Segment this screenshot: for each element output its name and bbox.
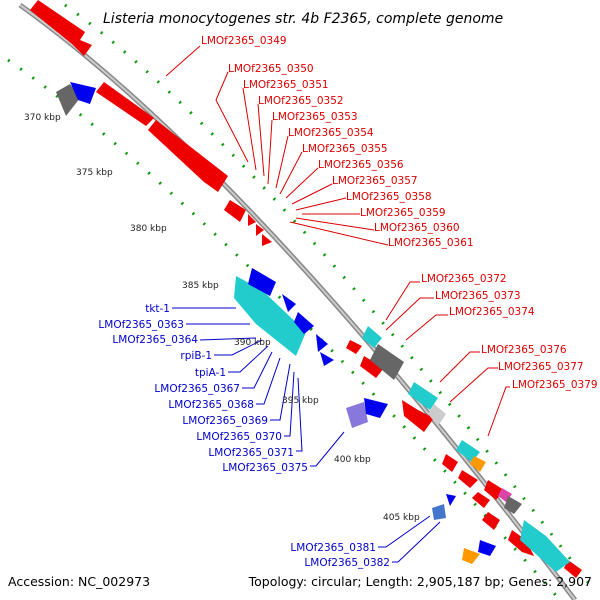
tick-label-375-kbp: 375 kbp <box>76 168 113 178</box>
forward-strand-features <box>30 0 582 578</box>
gene-label-lmof2365_0368: LMOf2365_0368 <box>168 399 254 411</box>
gene-label-lmof2365_0352: LMOf2365_0352 <box>258 95 344 107</box>
gene-feature <box>96 82 154 126</box>
gene-feature <box>262 234 272 246</box>
gene-label-lmof2365_0356: LMOf2365_0356 <box>318 159 404 171</box>
gene-label-lmof2365_0350: LMOf2365_0350 <box>228 63 314 75</box>
gene-feature <box>346 402 368 428</box>
gene-label-lmof2365_0373: LMOf2365_0373 <box>435 290 521 302</box>
gene-feature <box>564 560 582 578</box>
genome-backbone <box>18 2 577 600</box>
gene-label-lmof2365_0376: LMOf2365_0376 <box>481 344 567 356</box>
gene-feature <box>432 504 446 520</box>
gene-feature <box>30 0 92 56</box>
gene-label-lmof2365_0379: LMOf2365_0379 <box>512 379 598 391</box>
accession-label: Accession: NC_002973 <box>8 574 150 589</box>
gene-label-lmof2365_0355: LMOf2365_0355 <box>302 143 388 155</box>
tick-label-395-kbp: 395 kbp <box>282 396 319 406</box>
gene-label-lmof2365_0358: LMOf2365_0358 <box>346 191 432 203</box>
gene-feature <box>402 400 434 432</box>
gene-feature <box>282 294 296 312</box>
gene-label-tkt-1: tkt-1 <box>145 303 170 315</box>
gene-feature <box>428 404 446 426</box>
tick-label-385-kbp: 385 kbp <box>182 281 219 291</box>
gene-feature <box>458 470 478 488</box>
gene-label-rpib-1: rpiB-1 <box>180 350 212 362</box>
gene-label-lmof2365_0367: LMOf2365_0367 <box>154 383 240 395</box>
gene-label-lmof2365_0375: LMOf2365_0375 <box>222 462 308 474</box>
gene-label-lmof2365_0360: LMOf2365_0360 <box>374 222 460 234</box>
gene-feature <box>294 312 314 334</box>
gene-label-lmof2365_0381: LMOf2365_0381 <box>290 542 376 554</box>
gene-label-lmof2365_0370: LMOf2365_0370 <box>196 431 282 443</box>
gene-feature <box>472 492 490 508</box>
gene-feature <box>148 120 228 192</box>
gene-feature <box>470 456 486 472</box>
gene-label-lmof2365_0353: LMOf2365_0353 <box>272 111 358 123</box>
gene-feature <box>408 382 438 410</box>
gene-feature <box>478 540 496 556</box>
gene-feature <box>504 496 522 514</box>
gene-feature <box>56 84 80 116</box>
gene-label-lmof2365_0364: LMOf2365_0364 <box>112 334 198 346</box>
gene-feature <box>364 398 388 418</box>
gene-label-lmof2365_0354: LMOf2365_0354 <box>288 127 374 139</box>
gene-label-tpia-1: tpiA-1 <box>195 367 226 379</box>
tick-label-370-kbp: 370 kbp <box>24 113 61 123</box>
gene-feature <box>320 352 334 366</box>
gene-feature <box>70 82 96 104</box>
gene-label-lmof2365_0371: LMOf2365_0371 <box>208 447 294 459</box>
gene-feature <box>256 224 264 236</box>
map-title: Listeria monocytogenes str. 4b F2365, co… <box>103 11 503 27</box>
gene-feature <box>362 326 382 348</box>
gene-label-lmof2365_0363: LMOf2365_0363 <box>98 319 184 331</box>
forward-gene-labels: LMOf2365_0349LMOf2365_0350LMOf2365_0351L… <box>201 35 598 391</box>
gene-feature <box>224 200 246 222</box>
gene-label-lmof2365_0382: LMOf2365_0382 <box>304 557 390 569</box>
tick-label-405-kbp: 405 kbp <box>383 513 420 523</box>
gene-feature <box>446 494 456 506</box>
label-leaders-forward <box>165 45 510 437</box>
label-leaders-reverse <box>172 307 441 563</box>
gene-feature <box>234 276 306 356</box>
genome-summary-label: Topology: circular; Length: 2,905,187 bp… <box>248 574 592 589</box>
gene-feature <box>520 520 570 572</box>
gene-label-lmof2365_0372: LMOf2365_0372 <box>421 273 507 285</box>
gene-label-lmof2365_0349: LMOf2365_0349 <box>201 35 287 47</box>
tick-label-390-kbp: 390 kbp <box>234 338 271 348</box>
gene-label-lmof2365_0359: LMOf2365_0359 <box>360 207 446 219</box>
gene-label-lmof2365_0351: LMOf2365_0351 <box>243 79 329 91</box>
gene-label-lmof2365_0377: LMOf2365_0377 <box>498 361 584 373</box>
gene-feature <box>462 548 480 564</box>
gene-label-lmof2365_0369: LMOf2365_0369 <box>182 415 268 427</box>
tick-label-380-kbp: 380 kbp <box>130 224 167 234</box>
gene-feature <box>316 334 328 352</box>
gene-label-lmof2365_0374: LMOf2365_0374 <box>449 306 535 318</box>
gene-feature <box>248 268 276 296</box>
gene-label-lmof2365_0357: LMOf2365_0357 <box>332 175 418 187</box>
gene-feature <box>370 344 404 380</box>
gene-feature <box>360 356 384 378</box>
gc-track-outer <box>64 3 592 586</box>
gene-feature <box>508 530 534 556</box>
tick-label-400-kbp: 400 kbp <box>334 455 371 465</box>
gene-label-lmof2365_0361: LMOf2365_0361 <box>388 237 474 249</box>
gene-feature <box>442 454 458 472</box>
gene-feature <box>346 340 362 354</box>
outer-features <box>362 326 570 572</box>
position-tick-labels: 370 kbp 375 kbp 380 kbp 385 kbp 390 kbp 395 k… <box>24 113 420 523</box>
gene-feature <box>482 512 500 530</box>
reverse-strand-features <box>56 82 496 564</box>
gene-feature <box>248 214 256 226</box>
